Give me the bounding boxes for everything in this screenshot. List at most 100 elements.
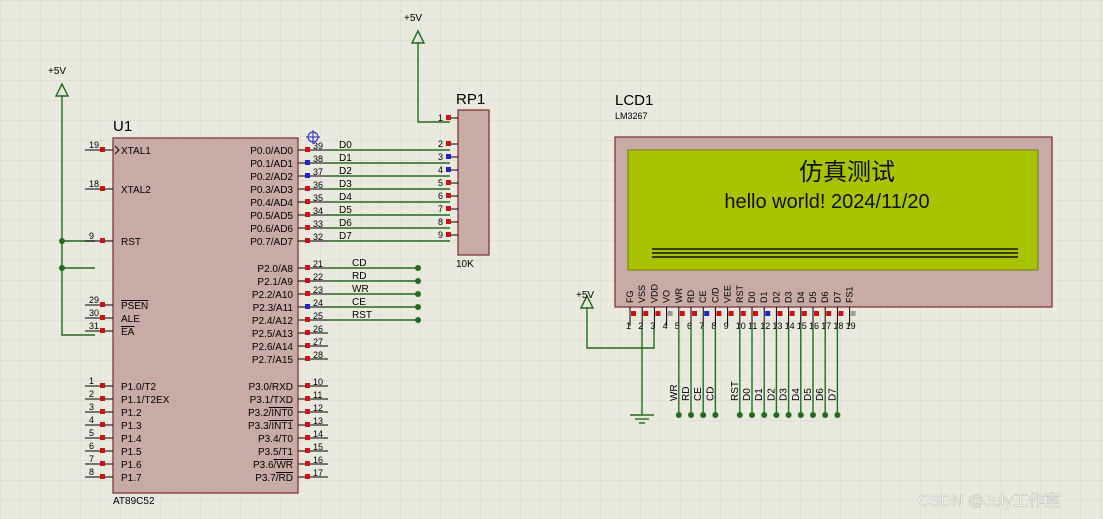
lcd-pin-6[interactable]: 6RD [686, 290, 697, 331]
rp1-pin-2[interactable]: 2 [438, 139, 458, 149]
pin-marker [728, 311, 734, 316]
junction-dot [415, 278, 421, 284]
u1-pin-6[interactable]: 6P1.5 [85, 441, 142, 458]
u1-pin-2[interactable]: 2P1.1/T2EX [85, 389, 170, 406]
lcd-pin-7[interactable]: 7CE [698, 290, 710, 331]
pin-number: 13 [772, 321, 782, 331]
u1-pin-5[interactable]: 5P1.4 [85, 428, 142, 445]
pin-number: 10 [313, 377, 323, 387]
pin-marker [679, 311, 685, 316]
net-label: WR [352, 284, 369, 295]
pin-marker [716, 311, 722, 316]
u1-pin-1[interactable]: 1P1.0/T2 [85, 376, 156, 393]
rp1-pin-9[interactable]: 9 [438, 230, 458, 240]
rp1-pin-4[interactable]: 4 [438, 165, 458, 175]
pin-name-label: D0 [747, 291, 757, 303]
power-arrow-icon [54, 82, 70, 97]
u1-pin-8[interactable]: 8P1.7 [85, 467, 142, 484]
u1-pin-3[interactable]: 3P1.2 [85, 402, 142, 419]
pin-name-label: P3.4/T0 [258, 434, 293, 445]
rp1-pin-5[interactable]: 5 [438, 178, 458, 188]
power-terminal-left[interactable]: +5V [48, 66, 70, 97]
u1-body [112, 137, 299, 494]
lcd-pin-1[interactable]: 1FG [625, 291, 636, 332]
lcd-pin-5[interactable]: 5WR [674, 288, 685, 331]
power-terminal-right[interactable]: +5V [576, 290, 594, 309]
pin-marker [305, 396, 310, 401]
pin-name-label: P0.3/AD3 [250, 185, 293, 196]
rp1-pin-3[interactable]: 3 [438, 152, 458, 162]
lcd-component[interactable]: LCD1 LM3267 仿真测试 hello world! 2024/11/20… [614, 92, 1053, 332]
pin-marker [667, 311, 673, 316]
pin-number: 3 [650, 321, 655, 331]
pin-marker [655, 311, 661, 316]
power-terminal-top[interactable]: +5V [404, 13, 426, 44]
lcd-pin-8[interactable]: 8C/D [710, 287, 722, 331]
pin-marker [446, 193, 451, 198]
u1-component[interactable]: U1 AT89C52 19XTAL118XTAL29RST29PSEN30ALE… [85, 118, 328, 507]
pin-number: 5 [438, 178, 443, 188]
power-arrow-icon [410, 29, 426, 44]
pin-name-label: P3.1/TXD [250, 395, 293, 406]
rp1-pin-7[interactable]: 7 [438, 204, 458, 214]
net-label: D5 [339, 205, 352, 216]
pin-name-label: EA [121, 327, 135, 338]
net-label: D0 [339, 140, 352, 151]
net-label: D3 [339, 179, 352, 190]
pin-marker [305, 356, 310, 361]
pin-marker [305, 343, 310, 348]
u1-pin-4[interactable]: 4P1.3 [85, 415, 142, 432]
pin-number: 14 [785, 321, 795, 331]
rp1-pin-6[interactable]: 6 [438, 191, 458, 201]
rp1-pin-1[interactable]: 1 [438, 113, 458, 123]
lcd-pin-4[interactable]: 4VO [662, 290, 673, 331]
pin-name-label: P1.1/T2EX [121, 395, 170, 406]
rp1-pin-8[interactable]: 8 [438, 217, 458, 227]
u1-pin-7[interactable]: 7P1.6 [85, 454, 142, 471]
